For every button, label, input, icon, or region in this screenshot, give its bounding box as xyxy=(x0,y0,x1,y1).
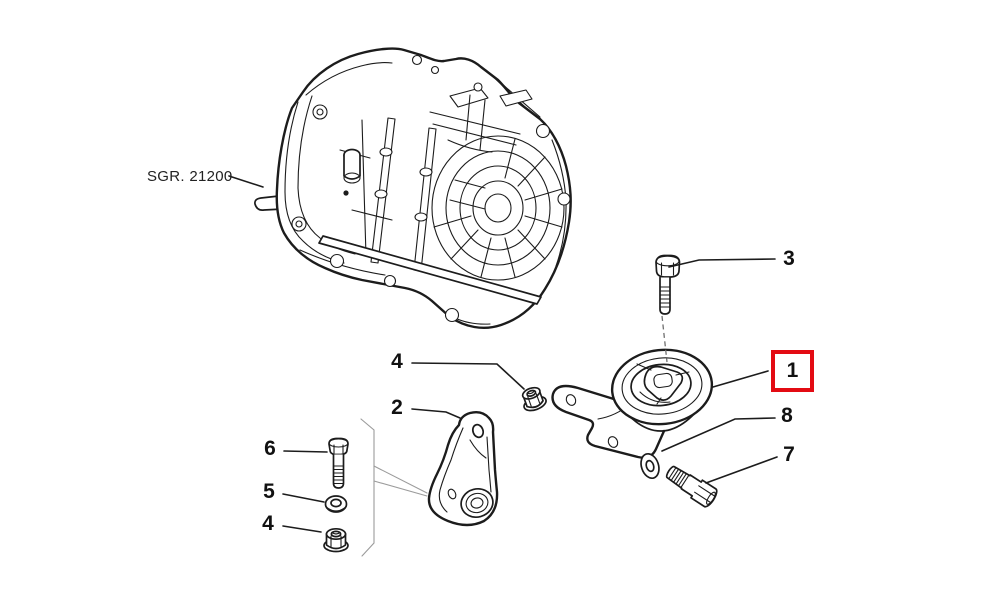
callout-3[interactable]: 3 xyxy=(783,247,795,270)
callout-1: 1 xyxy=(786,359,799,382)
nut-4-lower-drawing xyxy=(323,527,349,553)
nut-4-upper-drawing xyxy=(521,386,547,412)
bolt-3-drawing xyxy=(655,254,681,315)
gearbox-drawing xyxy=(254,47,572,329)
bolt-6-drawing xyxy=(328,437,349,489)
engine-mount-drawing xyxy=(551,348,714,459)
callout-5[interactable]: 5 xyxy=(263,480,275,503)
support-bracket-drawing xyxy=(427,410,499,527)
assembly-axis-dashed-line xyxy=(661,315,668,363)
callout-6[interactable]: 6 xyxy=(264,437,276,460)
assembly-group-label: SGR. 21200 xyxy=(147,168,233,185)
group-guide-lines xyxy=(360,315,668,557)
callout-7[interactable]: 7 xyxy=(783,443,795,466)
callout-4-lower[interactable]: 4 xyxy=(262,512,274,535)
callout-2[interactable]: 2 xyxy=(391,396,403,419)
callout-leader-lines xyxy=(228,175,778,533)
washer-5-drawing xyxy=(324,495,348,513)
highlighted-callout-box[interactable]: 1 xyxy=(771,350,814,392)
washer-8-drawing xyxy=(640,452,660,480)
bolt-7-drawing xyxy=(665,465,718,508)
callout-8[interactable]: 8 xyxy=(781,404,793,427)
callout-4-upper[interactable]: 4 xyxy=(391,350,403,373)
